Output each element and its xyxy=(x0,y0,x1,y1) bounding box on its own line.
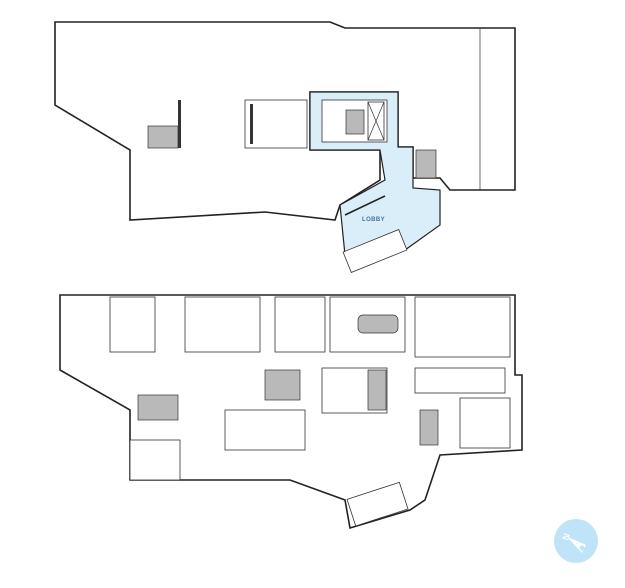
open-office-center xyxy=(224,409,306,451)
training-room xyxy=(184,296,261,353)
restrooms-west xyxy=(109,296,156,353)
core-center xyxy=(264,369,301,401)
core-west xyxy=(137,394,179,421)
boardroom-table xyxy=(357,314,399,334)
room-a xyxy=(274,296,326,353)
compass-letter: N xyxy=(560,532,572,542)
upper-floor-plan: LOBBY xyxy=(54,21,516,273)
north-arrow-icon: N xyxy=(554,519,598,563)
stair-center xyxy=(367,369,387,411)
east-stair xyxy=(415,149,437,179)
stair-east xyxy=(419,409,439,446)
entry-lower xyxy=(346,481,409,527)
lobby-desk xyxy=(344,195,386,216)
entry-vestibule xyxy=(342,229,408,273)
open-office-north xyxy=(414,296,511,358)
workstations-east xyxy=(414,367,506,394)
west-stair xyxy=(147,125,179,149)
lounge-east xyxy=(459,397,511,449)
restroom-core xyxy=(244,99,308,149)
lobby-label: LOBBY xyxy=(362,217,385,223)
lower-floor-plan xyxy=(59,294,523,530)
lower-floor-outline xyxy=(59,294,523,530)
room-southwest xyxy=(129,439,181,481)
stair-core xyxy=(345,109,365,135)
